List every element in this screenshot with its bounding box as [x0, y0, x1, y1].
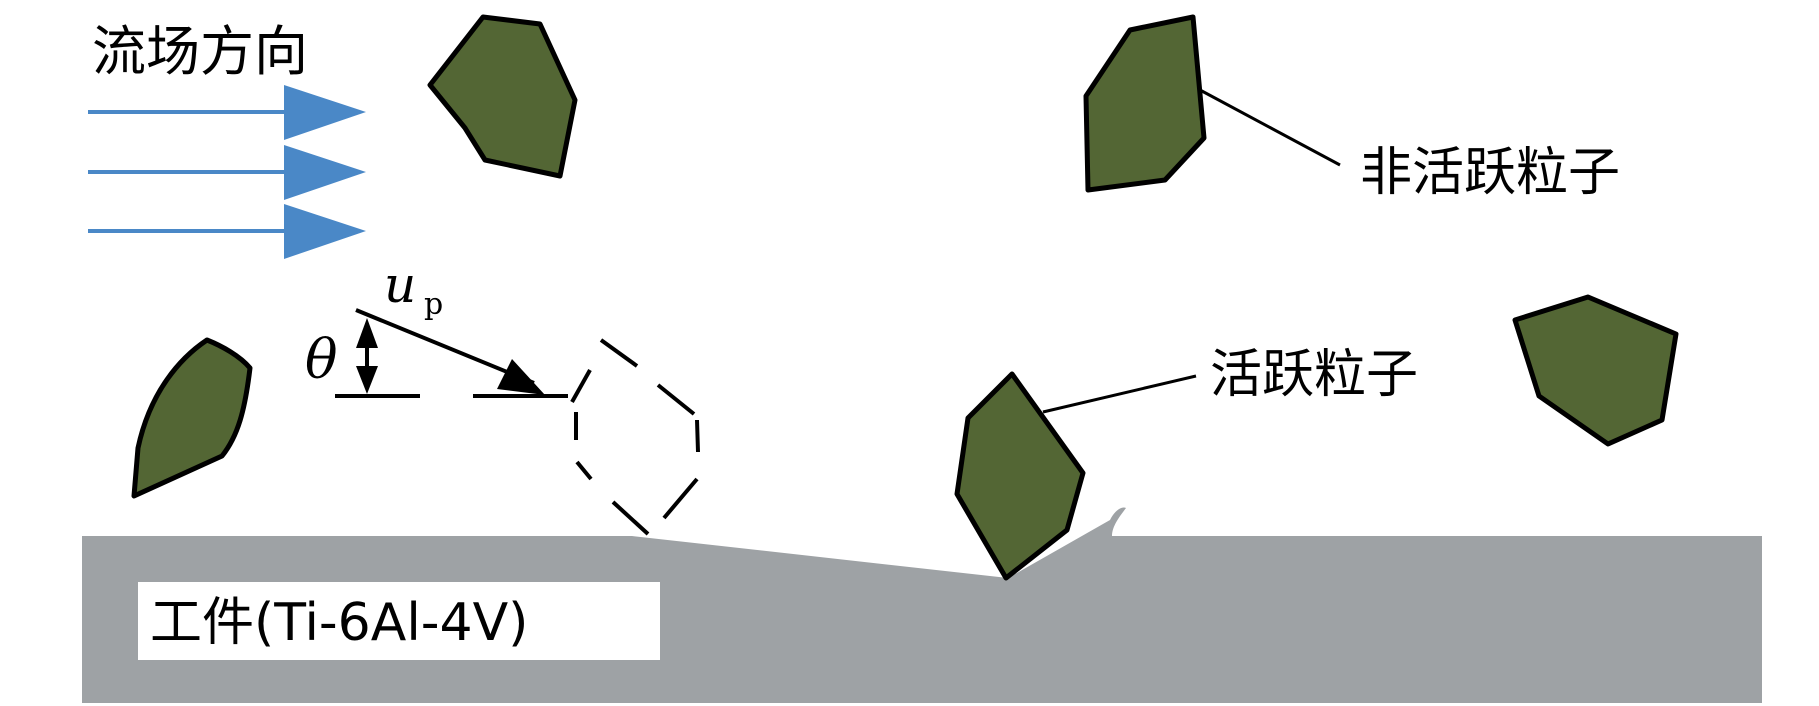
leader-active [1042, 374, 1197, 414]
workpiece-label-box [138, 582, 660, 660]
particle-left-lens [131, 337, 253, 499]
flow-arrow-head-1 [284, 85, 366, 140]
particle-active [954, 371, 1086, 581]
particle-ghost-dashed [570, 338, 700, 536]
flow-direction-label: 流场方向 [92, 20, 308, 83]
particle-top-right [1083, 14, 1207, 193]
angle-theta-label: θ [305, 328, 338, 391]
angle-arrow-head-bottom [356, 366, 378, 394]
velocity-subscript: p [424, 287, 443, 322]
particle-top-left [427, 14, 578, 179]
particle-right [1512, 294, 1679, 447]
velocity-arrow-head [497, 359, 545, 395]
angle-arrow-head-top [356, 318, 378, 348]
flow-arrows [88, 85, 366, 259]
velocity-angle-construction [335, 308, 568, 398]
flow-arrow-head-2 [284, 145, 366, 200]
active-particle-label: 活跃粒子 [1210, 345, 1418, 405]
leader-inactive [1199, 88, 1341, 167]
inactive-particle-label: 非活跃粒子 [1360, 143, 1620, 203]
workpiece-label: 工件(Ti-6Al-4V) [150, 593, 528, 653]
velocity-symbol: u [384, 256, 416, 314]
flow-arrow-head-3 [284, 204, 366, 259]
velocity-vector-line [355, 308, 535, 385]
